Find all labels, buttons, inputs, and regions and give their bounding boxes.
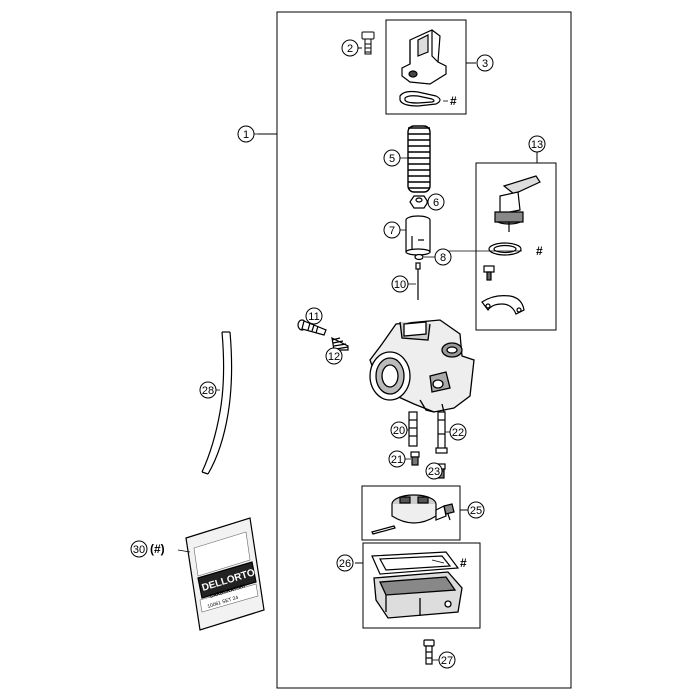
part-26-group-box — [355, 542, 481, 629]
part-2-screw — [358, 31, 375, 55]
svg-text:21: 21 — [391, 454, 403, 466]
part-22-jet — [435, 411, 448, 454]
hash-mark-part-3: # — [450, 94, 457, 108]
part-3-gasket — [399, 90, 441, 107]
callout-30-number: 30 — [133, 544, 145, 556]
svg-text:28: 28 — [202, 385, 214, 397]
svg-text:3: 3 — [482, 58, 488, 70]
part-13-gasket — [488, 242, 522, 256]
callout-11: 11 — [305, 307, 323, 325]
part-13-screw — [483, 265, 495, 281]
part-13-bracket — [481, 295, 525, 315]
part-25-float — [391, 494, 447, 524]
assembly-frame — [258, 11, 572, 689]
callout-21: 21 — [388, 450, 406, 468]
carburetor-body — [369, 319, 475, 413]
callout-30: 30 (#) — [130, 540, 165, 558]
part-3-cover — [401, 29, 447, 85]
callout-22: 22 — [449, 423, 467, 441]
part-3-group-box — [385, 19, 476, 115]
part-8-clip — [414, 253, 424, 261]
callout-1: 1 — [237, 125, 255, 143]
svg-text:12: 12 — [328, 351, 340, 363]
part-6-retainer — [409, 195, 429, 209]
callout-8: 8 — [434, 248, 452, 266]
part-25-needle-valve — [443, 503, 455, 521]
callout-2: 2 — [341, 39, 359, 57]
callout-20: 20 — [390, 421, 408, 439]
callout-6: 6 — [427, 193, 445, 211]
callout-30-suffix: (#) — [150, 542, 165, 556]
svg-text:22: 22 — [452, 427, 464, 439]
part-26-float-bowl — [373, 571, 463, 619]
svg-text:7: 7 — [389, 225, 395, 237]
callout-5: 5 — [383, 149, 401, 167]
svg-text:5: 5 — [389, 153, 395, 165]
callout-23: 23 — [425, 462, 443, 480]
part-7-slide — [405, 215, 431, 256]
part-25-group-box — [361, 485, 468, 541]
svg-text:8: 8 — [440, 252, 446, 264]
part-5-spring — [407, 125, 431, 193]
part-13-group-box — [475, 152, 557, 331]
callout-26: 26 — [336, 554, 354, 572]
part-26-gasket — [371, 551, 460, 575]
part-10-needle — [415, 262, 421, 300]
callout-13: 13 — [528, 135, 546, 153]
svg-text:11: 11 — [308, 311, 319, 323]
hash-mark-part-13: # — [536, 244, 543, 258]
svg-text:6: 6 — [433, 197, 439, 209]
part-28-hose — [201, 331, 233, 475]
callout-12: 12 — [325, 347, 343, 365]
svg-text:27: 27 — [441, 655, 453, 667]
part-20-jet — [408, 411, 418, 447]
part-30-package — [185, 517, 265, 631]
part-12-spring — [331, 336, 349, 351]
svg-text:23: 23 — [428, 466, 440, 478]
callout-10: 10 — [391, 275, 409, 293]
hash-mark-part-26: # — [460, 556, 467, 570]
svg-text:20: 20 — [393, 425, 405, 437]
part-25-float-pin — [371, 525, 396, 535]
svg-text:2: 2 — [347, 43, 353, 55]
part-21-jet — [410, 451, 420, 466]
callout-3: 3 — [476, 54, 494, 72]
svg-text:13: 13 — [531, 139, 543, 151]
callout-27: 27 — [438, 651, 456, 669]
part-27-screw — [423, 639, 435, 665]
callout-28: 28 — [199, 381, 217, 399]
part-13-choke — [494, 175, 541, 232]
svg-text:10: 10 — [394, 279, 406, 291]
part-11-screw — [297, 319, 327, 336]
svg-text:25: 25 — [470, 505, 482, 517]
svg-text:26: 26 — [339, 558, 351, 570]
callout-25: 25 — [467, 501, 485, 519]
callout-7: 7 — [383, 221, 401, 239]
svg-text:1: 1 — [243, 129, 249, 141]
